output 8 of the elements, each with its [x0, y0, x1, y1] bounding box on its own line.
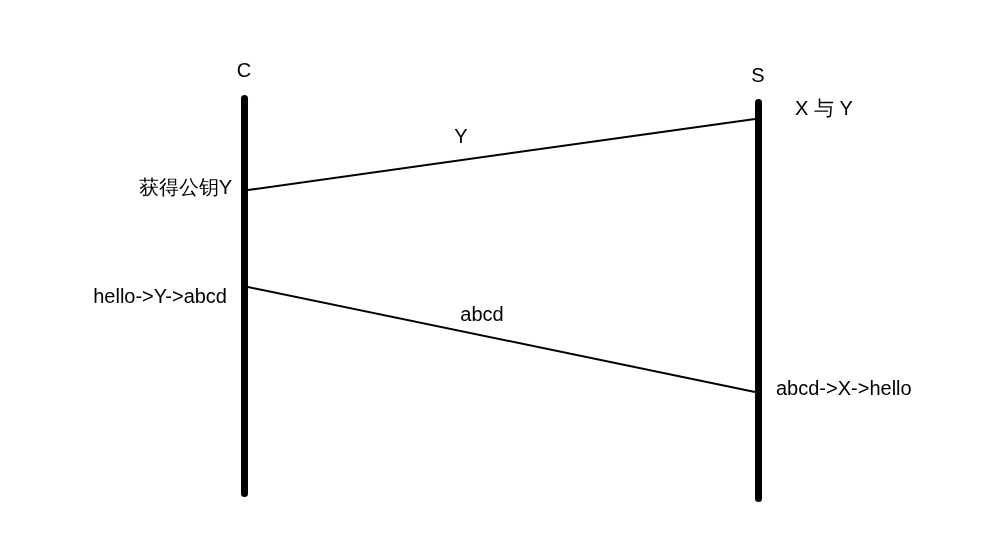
lifeline-label: S [751, 63, 765, 87]
message-line [247, 286, 756, 393]
message-line [247, 118, 756, 191]
step-note: abcd->X->hello [776, 376, 912, 400]
step-note: 获得公钥Y [138, 175, 232, 199]
step-note: X 与 Y [795, 96, 853, 120]
step-note: hello->Y->abcd [93, 284, 227, 308]
lifeline-label: C [236, 58, 252, 82]
